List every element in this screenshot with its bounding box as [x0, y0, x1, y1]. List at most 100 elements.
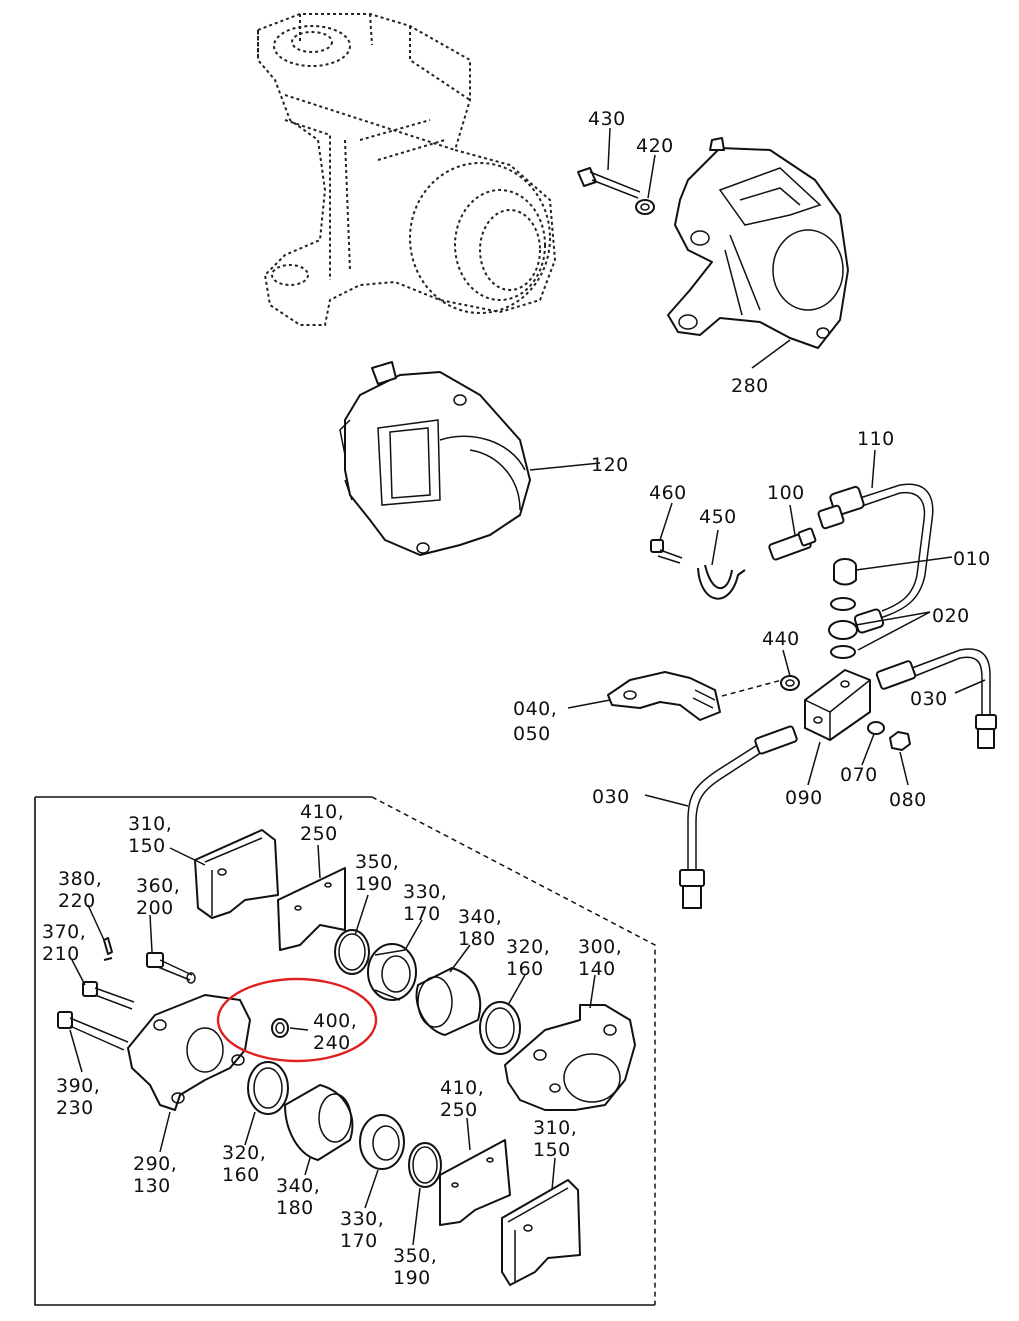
label-180-bottom: 180	[276, 1197, 314, 1219]
label-290: 290,	[133, 1153, 177, 1175]
label-430: 430	[588, 108, 626, 130]
label-320-top: 320,	[506, 936, 550, 958]
leader-080	[899, 751, 909, 786]
seal-330-170-top	[367, 943, 417, 1001]
caliper-half-290-130	[127, 994, 251, 1111]
label-360: 360,	[136, 875, 180, 897]
screw-460	[650, 539, 683, 564]
label-210: 210	[42, 943, 80, 965]
seal-320-160-bottom	[247, 1061, 289, 1115]
label-320-bottom: 320,	[222, 1142, 266, 1164]
label-140: 140	[578, 958, 616, 980]
highlight-circle-400-240	[216, 977, 378, 1063]
label-180-top: 180	[458, 928, 496, 950]
label-160-top: 160	[506, 958, 544, 980]
pad-310-150-bottom	[501, 1179, 581, 1286]
label-070: 070	[840, 764, 878, 786]
leader-020b	[857, 611, 931, 651]
label-220: 220	[58, 890, 96, 912]
leader-430	[607, 127, 611, 171]
brake-line-110	[817, 483, 934, 634]
label-130: 130	[133, 1175, 171, 1197]
label-310-bottom: 310,	[533, 1117, 577, 1139]
ring-350-190-top	[334, 929, 370, 975]
label-090: 090	[785, 787, 823, 809]
label-020: 020	[932, 605, 970, 627]
leader-100	[789, 504, 796, 536]
shim-410-250-bottom	[439, 1139, 511, 1226]
label-190-bottom: 190	[393, 1267, 431, 1289]
label-350-bottom: 350,	[393, 1245, 437, 1267]
union-100	[768, 527, 817, 561]
label-340-top: 340,	[458, 906, 502, 928]
bleeder-360-200	[146, 952, 196, 984]
leader-280	[751, 339, 791, 369]
bolt-430	[577, 167, 641, 199]
label-390: 390,	[56, 1075, 100, 1097]
label-340-bottom: 340,	[276, 1175, 320, 1197]
leader-420	[647, 154, 656, 199]
label-160-bottom: 160	[222, 1164, 260, 1186]
label-350-top: 350,	[355, 851, 399, 873]
washers-020	[828, 597, 858, 659]
label-150-top: 150	[128, 835, 166, 857]
seal-330-170-bottom	[359, 1114, 405, 1170]
label-120: 120	[591, 454, 629, 476]
junction-block-090	[804, 669, 871, 741]
label-170-bottom: 170	[340, 1230, 378, 1252]
label-400: 400,	[313, 1010, 357, 1032]
leader-010	[855, 556, 953, 571]
leader-030a	[954, 679, 986, 694]
label-370: 370,	[42, 921, 86, 943]
brake-line-030-right	[875, 648, 997, 749]
leader-440	[782, 649, 791, 677]
piston-340-180-bottom	[284, 1084, 354, 1161]
clip-380-220	[103, 937, 113, 961]
label-250-bottom: 250	[440, 1099, 478, 1121]
piston-340-180-top	[415, 967, 482, 1036]
label-280: 280	[731, 375, 769, 397]
bracket-040-050	[607, 671, 783, 721]
bolt-370-210	[82, 981, 135, 1010]
label-440: 440	[762, 628, 800, 650]
caliper-280	[667, 137, 849, 349]
label-410-top: 410,	[300, 801, 344, 823]
label-030-left: 030	[592, 786, 630, 808]
leader-040	[567, 699, 611, 709]
nut-080	[889, 731, 911, 751]
ring-350-190-bottom	[408, 1142, 442, 1188]
label-150-bottom: 150	[533, 1139, 571, 1161]
leader-030b	[644, 794, 689, 807]
leader-070	[861, 733, 875, 766]
inset-leaders	[69, 844, 596, 1246]
brake-line-030-left	[679, 725, 798, 909]
caliper-half-300-140	[504, 1004, 636, 1111]
label-080: 080	[889, 789, 927, 811]
label-330-bottom: 330,	[340, 1208, 384, 1230]
washer-070	[867, 721, 885, 735]
leader-450	[711, 529, 719, 566]
label-200: 200	[136, 897, 174, 919]
label-170-top: 170	[403, 903, 441, 925]
bolt-010	[833, 558, 857, 586]
caliper-120	[339, 361, 531, 556]
label-010: 010	[953, 548, 991, 570]
label-450: 450	[699, 506, 737, 528]
label-190-top: 190	[355, 873, 393, 895]
label-380: 380,	[58, 868, 102, 890]
bolt-390-230	[57, 1011, 129, 1051]
pad-310-150-top	[194, 829, 279, 919]
washer-440	[780, 675, 800, 691]
label-100: 100	[767, 482, 805, 504]
callout-labels: 430 420 280 120 110 460 450 100 010 020 …	[42, 108, 991, 1289]
label-040: 040,	[513, 698, 557, 720]
leader-110	[871, 449, 876, 489]
label-050: 050	[513, 723, 551, 745]
label-030-right: 030	[910, 688, 948, 710]
label-300: 300,	[578, 936, 622, 958]
label-110: 110	[857, 428, 895, 450]
label-460: 460	[649, 482, 687, 504]
leader-120	[529, 462, 601, 471]
inset-frame	[34, 796, 656, 1306]
